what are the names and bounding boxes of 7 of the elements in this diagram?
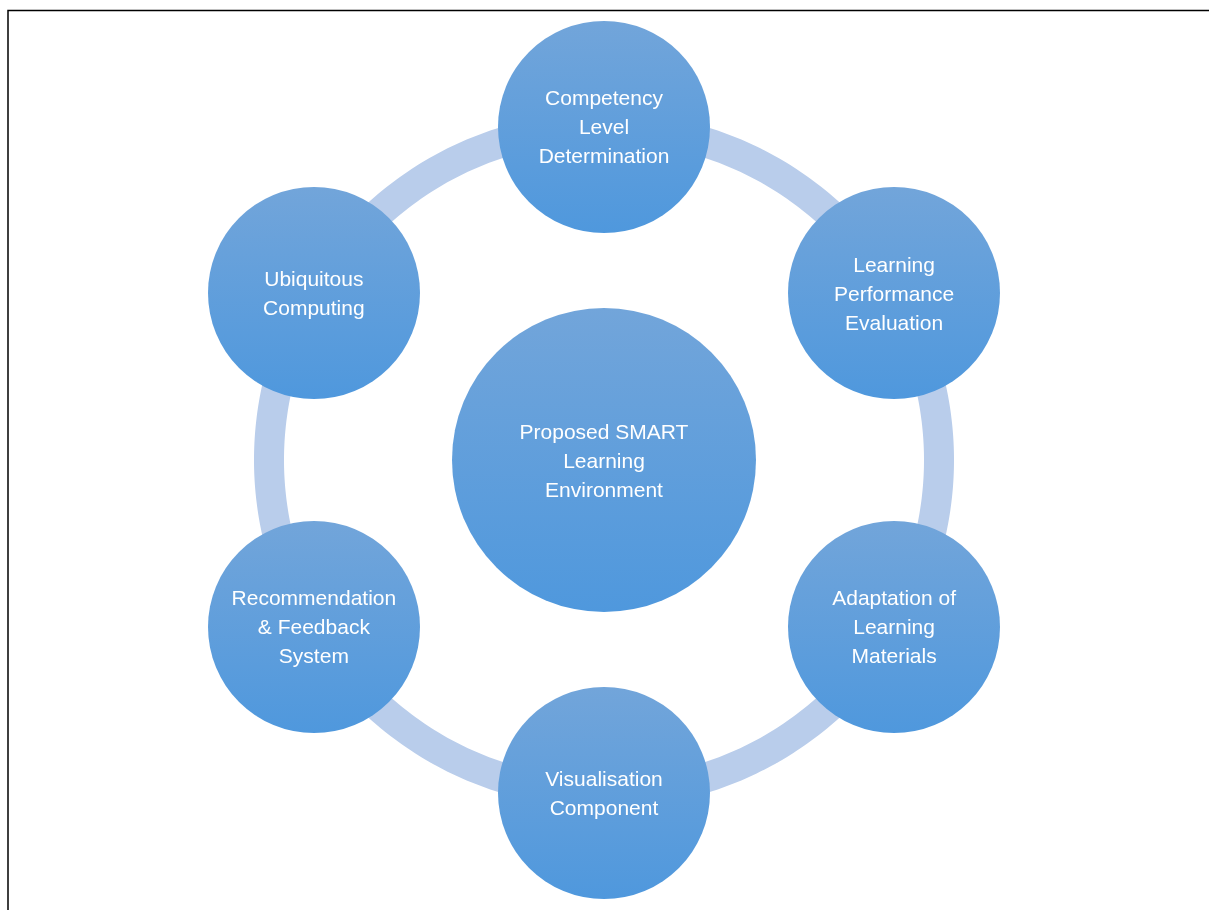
circle-label: Learning Performance Evaluation	[833, 251, 956, 336]
circle-label: Competency Level Determination	[537, 85, 671, 170]
circle-label: Proposed SMART Learning Environment	[518, 418, 690, 503]
circle-label: Visualisation Component	[544, 766, 664, 822]
circle-label: Ubiquitous Computing	[262, 266, 366, 322]
circle-label: Recommendation & Feedback System	[230, 585, 398, 670]
circle-label: Adaptation of Learning Materials	[831, 585, 957, 670]
